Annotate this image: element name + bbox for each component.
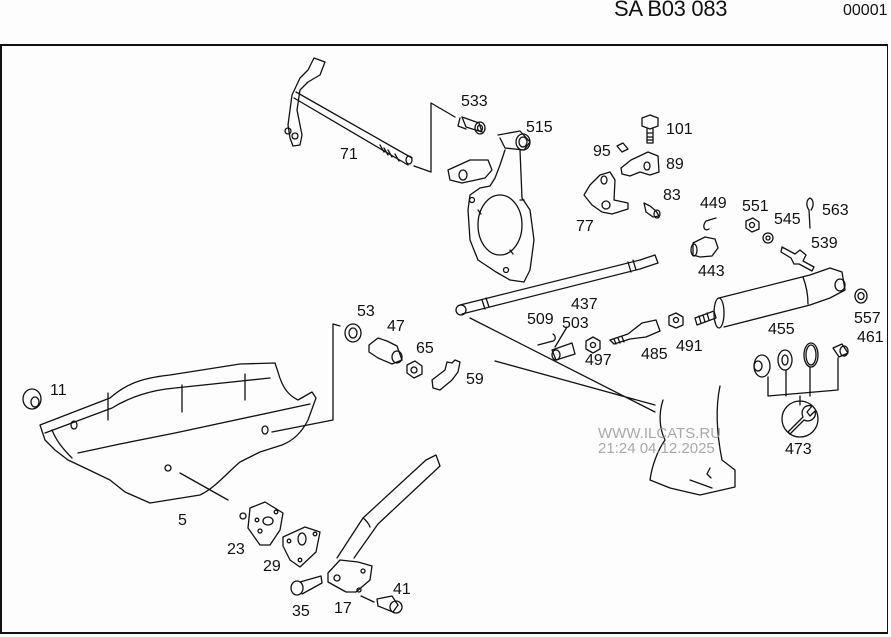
callout-101: 101	[666, 121, 693, 138]
part-47-fitting	[368, 337, 403, 365]
callout-473: 473	[785, 441, 812, 458]
watermark: WWW.ILCATS.RU 21:24 04.12.2025	[598, 426, 721, 456]
part-557-washer	[854, 288, 868, 304]
part-449-clip	[703, 217, 717, 231]
part-29-gasket	[282, 526, 321, 568]
part-transmission-housing-fragment	[649, 385, 736, 496]
callout-65: 65	[416, 340, 434, 357]
part-533-bushing	[457, 116, 486, 135]
callout-533: 533	[461, 93, 488, 110]
part-71-shift-rod	[284, 57, 413, 166]
part-5-oil-pan	[39, 362, 317, 504]
part-437-rod	[455, 254, 659, 316]
part-41-bolt	[360, 595, 403, 614]
callout-539: 539	[811, 235, 838, 252]
part-slave-cylinder	[694, 267, 846, 329]
leader-71	[413, 102, 456, 173]
callout-71: 71	[340, 146, 358, 163]
callout-59: 59	[466, 371, 484, 388]
callout-509: 509	[527, 311, 554, 328]
part-503-pin	[551, 342, 576, 361]
diagram-frame	[0, 44, 888, 634]
sheet-number: 00001	[843, 2, 888, 19]
part-83-pin	[643, 202, 661, 219]
part-551-nut	[745, 217, 760, 233]
callout-47: 47	[387, 318, 405, 335]
callout-11: 11	[50, 382, 67, 399]
part-509-clip	[537, 333, 556, 346]
leader-503	[554, 326, 568, 348]
part-563-cotter-pin	[806, 197, 814, 229]
callout-485: 485	[641, 346, 668, 363]
leader-5	[179, 472, 229, 501]
part-545-washer	[762, 232, 774, 244]
callout-41: 41	[393, 581, 411, 598]
callout-503: 503	[562, 315, 589, 332]
callout-89: 89	[666, 156, 684, 173]
part-491-nut	[668, 312, 684, 329]
callout-5: 5	[178, 512, 187, 529]
callout-497: 497	[585, 352, 612, 369]
part-77-lever	[583, 171, 629, 215]
callout-563: 563	[822, 202, 849, 219]
callout-455: 455	[768, 321, 795, 338]
part-101-bolt	[641, 114, 659, 144]
part-515-bracket	[447, 130, 535, 283]
part-95-key	[616, 142, 629, 153]
callout-449: 449	[700, 195, 727, 212]
part-539-stud	[780, 246, 815, 272]
callout-53: 53	[357, 303, 375, 320]
callout-23: 23	[227, 541, 245, 558]
part-11-plug	[22, 388, 42, 410]
part-455-repair-kit	[753, 342, 849, 406]
part-497-nut	[585, 336, 601, 354]
callout-17: 17	[334, 600, 352, 617]
part-443-cap	[690, 236, 719, 258]
callout-551: 551	[742, 198, 769, 215]
part-53-washer	[344, 323, 362, 343]
callout-491: 491	[676, 338, 703, 355]
watermark-site: WWW.ILCATS.RU	[598, 425, 722, 442]
diagram-code: SA B03 083	[614, 0, 728, 21]
leader-437-link	[469, 317, 656, 413]
callout-77: 77	[576, 218, 594, 235]
part-17-pickup-tube	[327, 454, 441, 593]
callout-557: 557	[854, 310, 881, 327]
callout-437: 437	[571, 296, 598, 313]
callout-83: 83	[663, 187, 681, 204]
watermark-timestamp: 21:24 04.12.2025	[598, 440, 715, 457]
callout-35: 35	[292, 603, 310, 620]
part-485-adjuster	[609, 319, 661, 345]
callout-545: 545	[774, 211, 801, 228]
wrench-icon	[781, 400, 819, 438]
callout-95: 95	[593, 143, 611, 160]
part-59-elbow	[431, 359, 461, 391]
callout-515: 515	[526, 119, 553, 136]
part-89-clamp	[620, 151, 660, 177]
callout-443: 443	[698, 263, 725, 280]
leader-53-group	[271, 323, 341, 433]
part-23-cover	[239, 501, 284, 546]
part-65-nut	[406, 360, 423, 379]
callout-29: 29	[263, 558, 281, 575]
callout-461: 461	[857, 329, 884, 346]
part-35-bolt	[290, 575, 323, 596]
